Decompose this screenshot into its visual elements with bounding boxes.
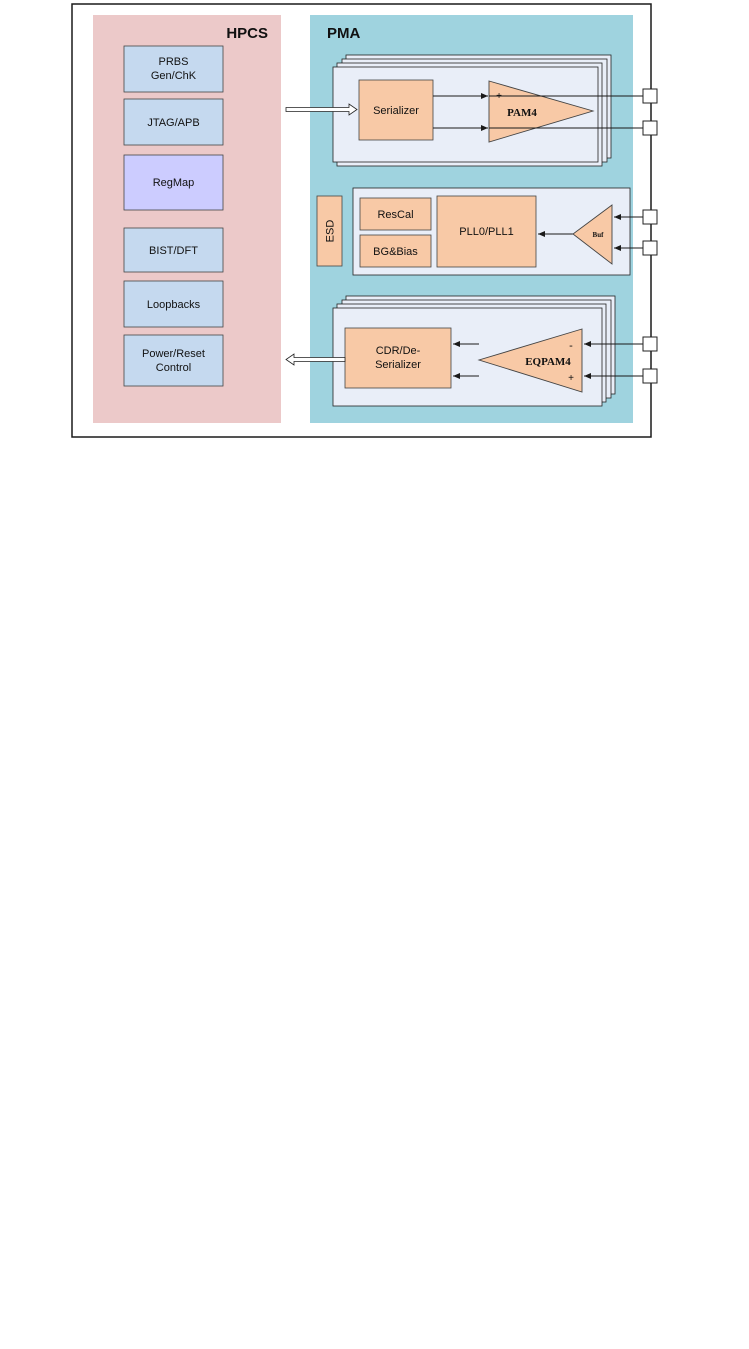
jtag-label: JTAG/APB xyxy=(147,117,199,129)
serializer-label: Serializer xyxy=(373,105,419,117)
esd-label: ESD xyxy=(325,220,337,243)
power-reset-block: Power/Reset Control xyxy=(123,334,224,387)
bist-block: BIST/DFT xyxy=(123,227,224,273)
rx-data-arrow xyxy=(285,353,346,366)
loopbacks-block: Loopbacks xyxy=(123,280,224,328)
eqpam4-amplifier: EQPAM4 - + xyxy=(477,328,583,393)
pad-clk-plus xyxy=(642,209,658,225)
esd-block: ESD xyxy=(316,195,343,267)
bgbias-block: BG&Bias xyxy=(359,234,432,268)
rescal-label: ResCal xyxy=(377,209,413,221)
power-reset-label-line2: Control xyxy=(156,362,191,374)
eqpam4-plus-sign: + xyxy=(568,373,574,384)
jtag-block: JTAG/APB xyxy=(123,98,224,146)
pll-label: PLL0/PLL1 xyxy=(459,226,513,238)
prbs-label-line2: Gen/ChK xyxy=(151,70,197,82)
pad-tx-plus xyxy=(642,88,658,104)
regmap-block: RegMap xyxy=(123,154,224,211)
cdr-label-line2: Serializer xyxy=(375,359,421,371)
eqpam4-minus-sign: - xyxy=(569,340,573,352)
tx-data-arrow xyxy=(285,103,358,116)
pad-rx-minus xyxy=(642,336,658,352)
pad-tx-minus xyxy=(642,120,658,136)
bist-label: BIST/DFT xyxy=(149,245,198,257)
buf-label: Buf xyxy=(593,231,605,239)
pll-block: PLL0/PLL1 xyxy=(436,195,537,268)
pad-clk-minus xyxy=(642,240,658,256)
pam4-label: PAM4 xyxy=(507,107,537,119)
power-reset-label-line1: Power/Reset xyxy=(142,348,205,360)
io-pads xyxy=(642,88,658,384)
buf-amplifier: Buf xyxy=(572,204,613,265)
loopbacks-label: Loopbacks xyxy=(147,299,201,311)
eqpam4-label: EQPAM4 xyxy=(525,356,571,368)
hpcs-title: HPCS xyxy=(226,25,268,42)
rescal-block: ResCal xyxy=(359,197,432,231)
serializer-block: Serializer xyxy=(358,79,434,141)
regmap-label: RegMap xyxy=(153,177,195,189)
bgbias-label: BG&Bias xyxy=(373,246,418,258)
cdr-deserializer-block: CDR/De- Serializer xyxy=(344,327,452,389)
pad-rx-plus xyxy=(642,368,658,384)
pma-title: PMA xyxy=(327,25,361,42)
prbs-block: PRBS Gen/ChK xyxy=(123,45,224,93)
prbs-label-line1: PRBS xyxy=(159,56,189,68)
cdr-label-line1: CDR/De- xyxy=(376,345,421,357)
